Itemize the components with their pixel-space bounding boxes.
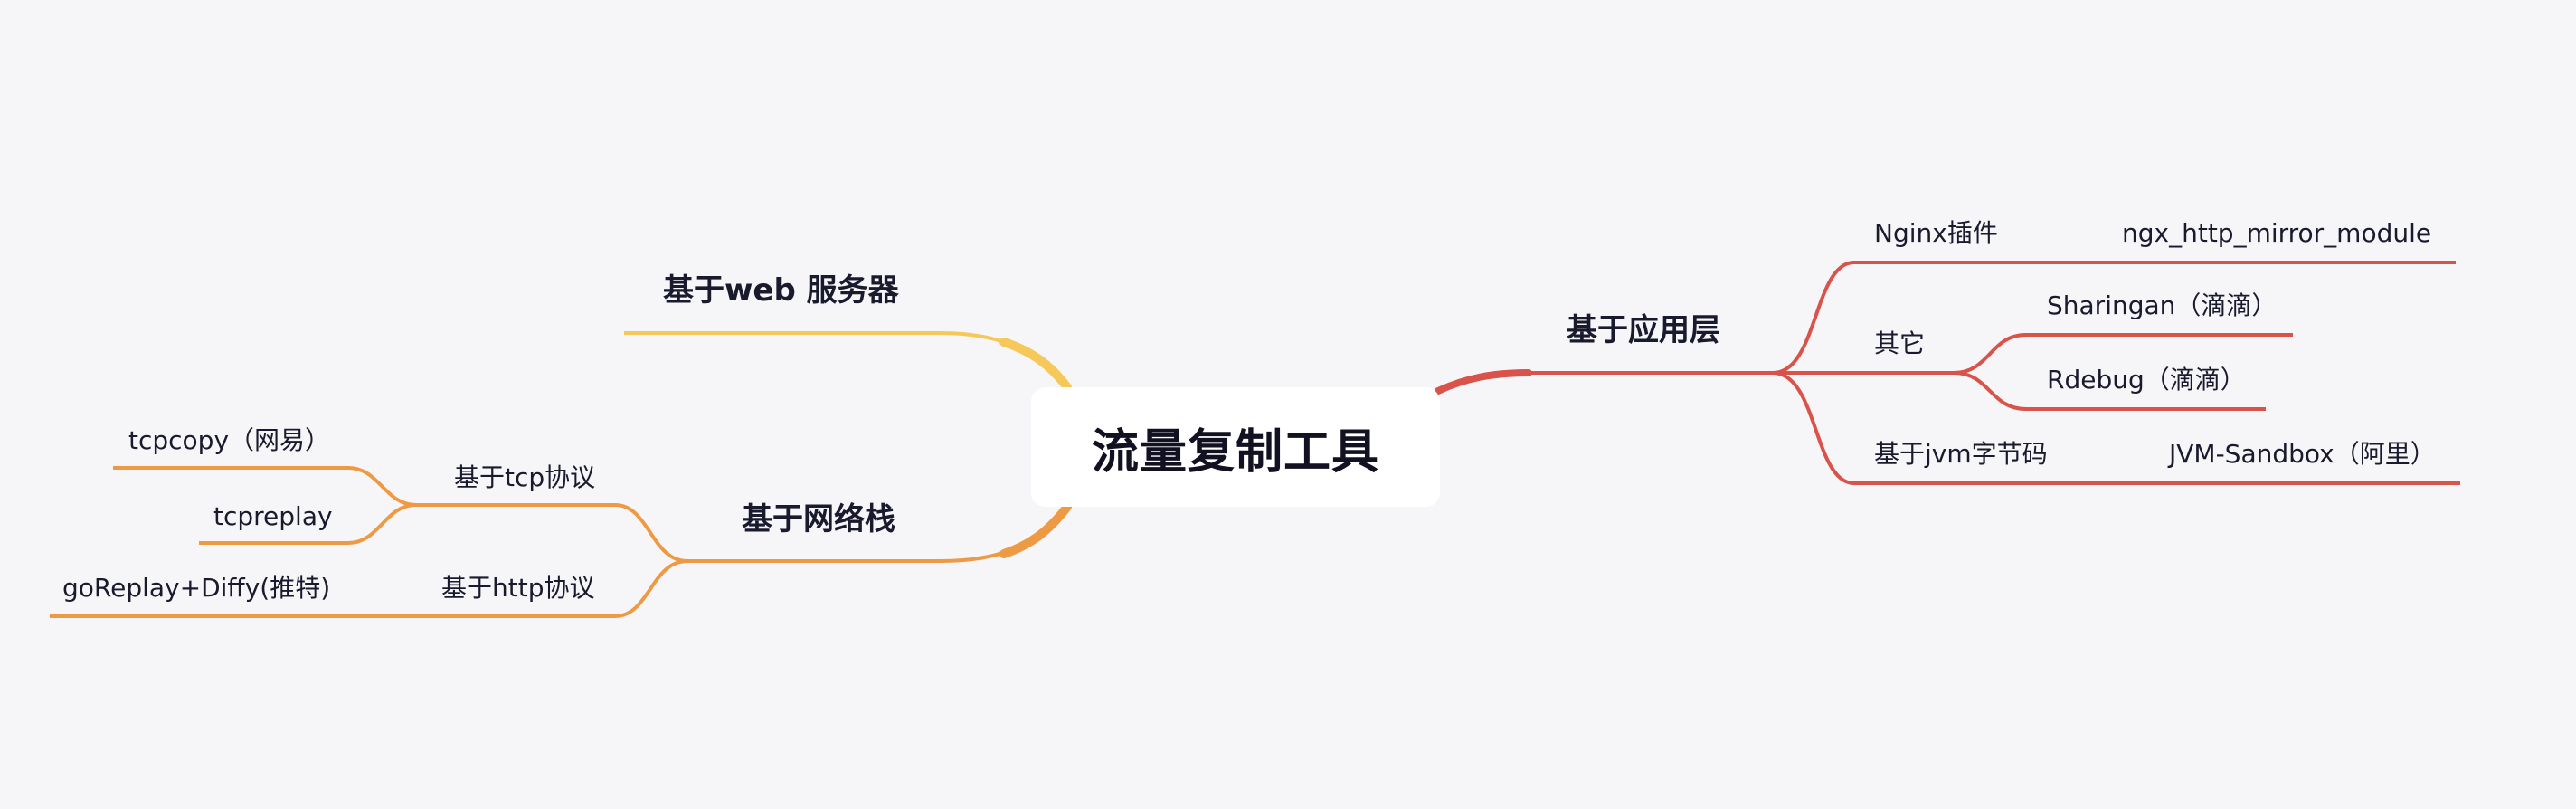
node-ngx-http-mirror-module[interactable]: ngx_http_mirror_module — [2122, 218, 2432, 248]
connector-root-web-server-thick — [999, 338, 1072, 392]
node-app-layer[interactable]: 基于应用层 — [1567, 312, 1720, 348]
node-tcp-protocol[interactable]: 基于tcp协议 — [454, 462, 596, 492]
node-jvm-bytecode[interactable]: 基于jvm字节码 — [1874, 439, 2048, 469]
node-nginx-plugin[interactable]: Nginx插件 — [1874, 218, 1998, 248]
connector-root-app-layer — [1435, 369, 1532, 395]
node-web-server[interactable]: 基于web 服务器 — [663, 272, 899, 309]
connector-tcp-tcpreplay — [199, 503, 417, 545]
connector-app-nginx — [1772, 261, 2456, 375]
root-node-label: 流量复制工具 — [1091, 424, 1379, 480]
connector-other-rdebug — [1953, 371, 2266, 411]
root-node[interactable]: 流量复制工具 — [1031, 387, 1440, 507]
node-goreplay-diffy[interactable]: goReplay+Diffy(推特) — [62, 573, 331, 603]
node-sharingan[interactable]: Sharingan（滴滴） — [2047, 290, 2278, 320]
node-jvm-sandbox[interactable]: JVM-Sandbox（阿里） — [2169, 439, 2436, 469]
connector-other-sharingan — [1953, 333, 2293, 375]
connector-tcp-tcpcopy — [113, 466, 417, 507]
connector-net-tcp — [416, 503, 688, 563]
connector-root-net-stack-thick — [999, 502, 1072, 558]
node-http-protocol[interactable]: 基于http协议 — [441, 573, 595, 603]
node-tcpreplay[interactable]: tcpreplay — [213, 501, 333, 531]
connector-net-http — [50, 559, 688, 618]
node-rdebug[interactable]: Rdebug（滴滴） — [2047, 365, 2246, 395]
node-net-stack[interactable]: 基于网络栈 — [742, 501, 895, 538]
node-other[interactable]: 其它 — [1874, 328, 1926, 358]
connector-app-jvm — [1772, 371, 2460, 485]
node-tcpcopy[interactable]: tcpcopy（网易） — [128, 425, 331, 455]
